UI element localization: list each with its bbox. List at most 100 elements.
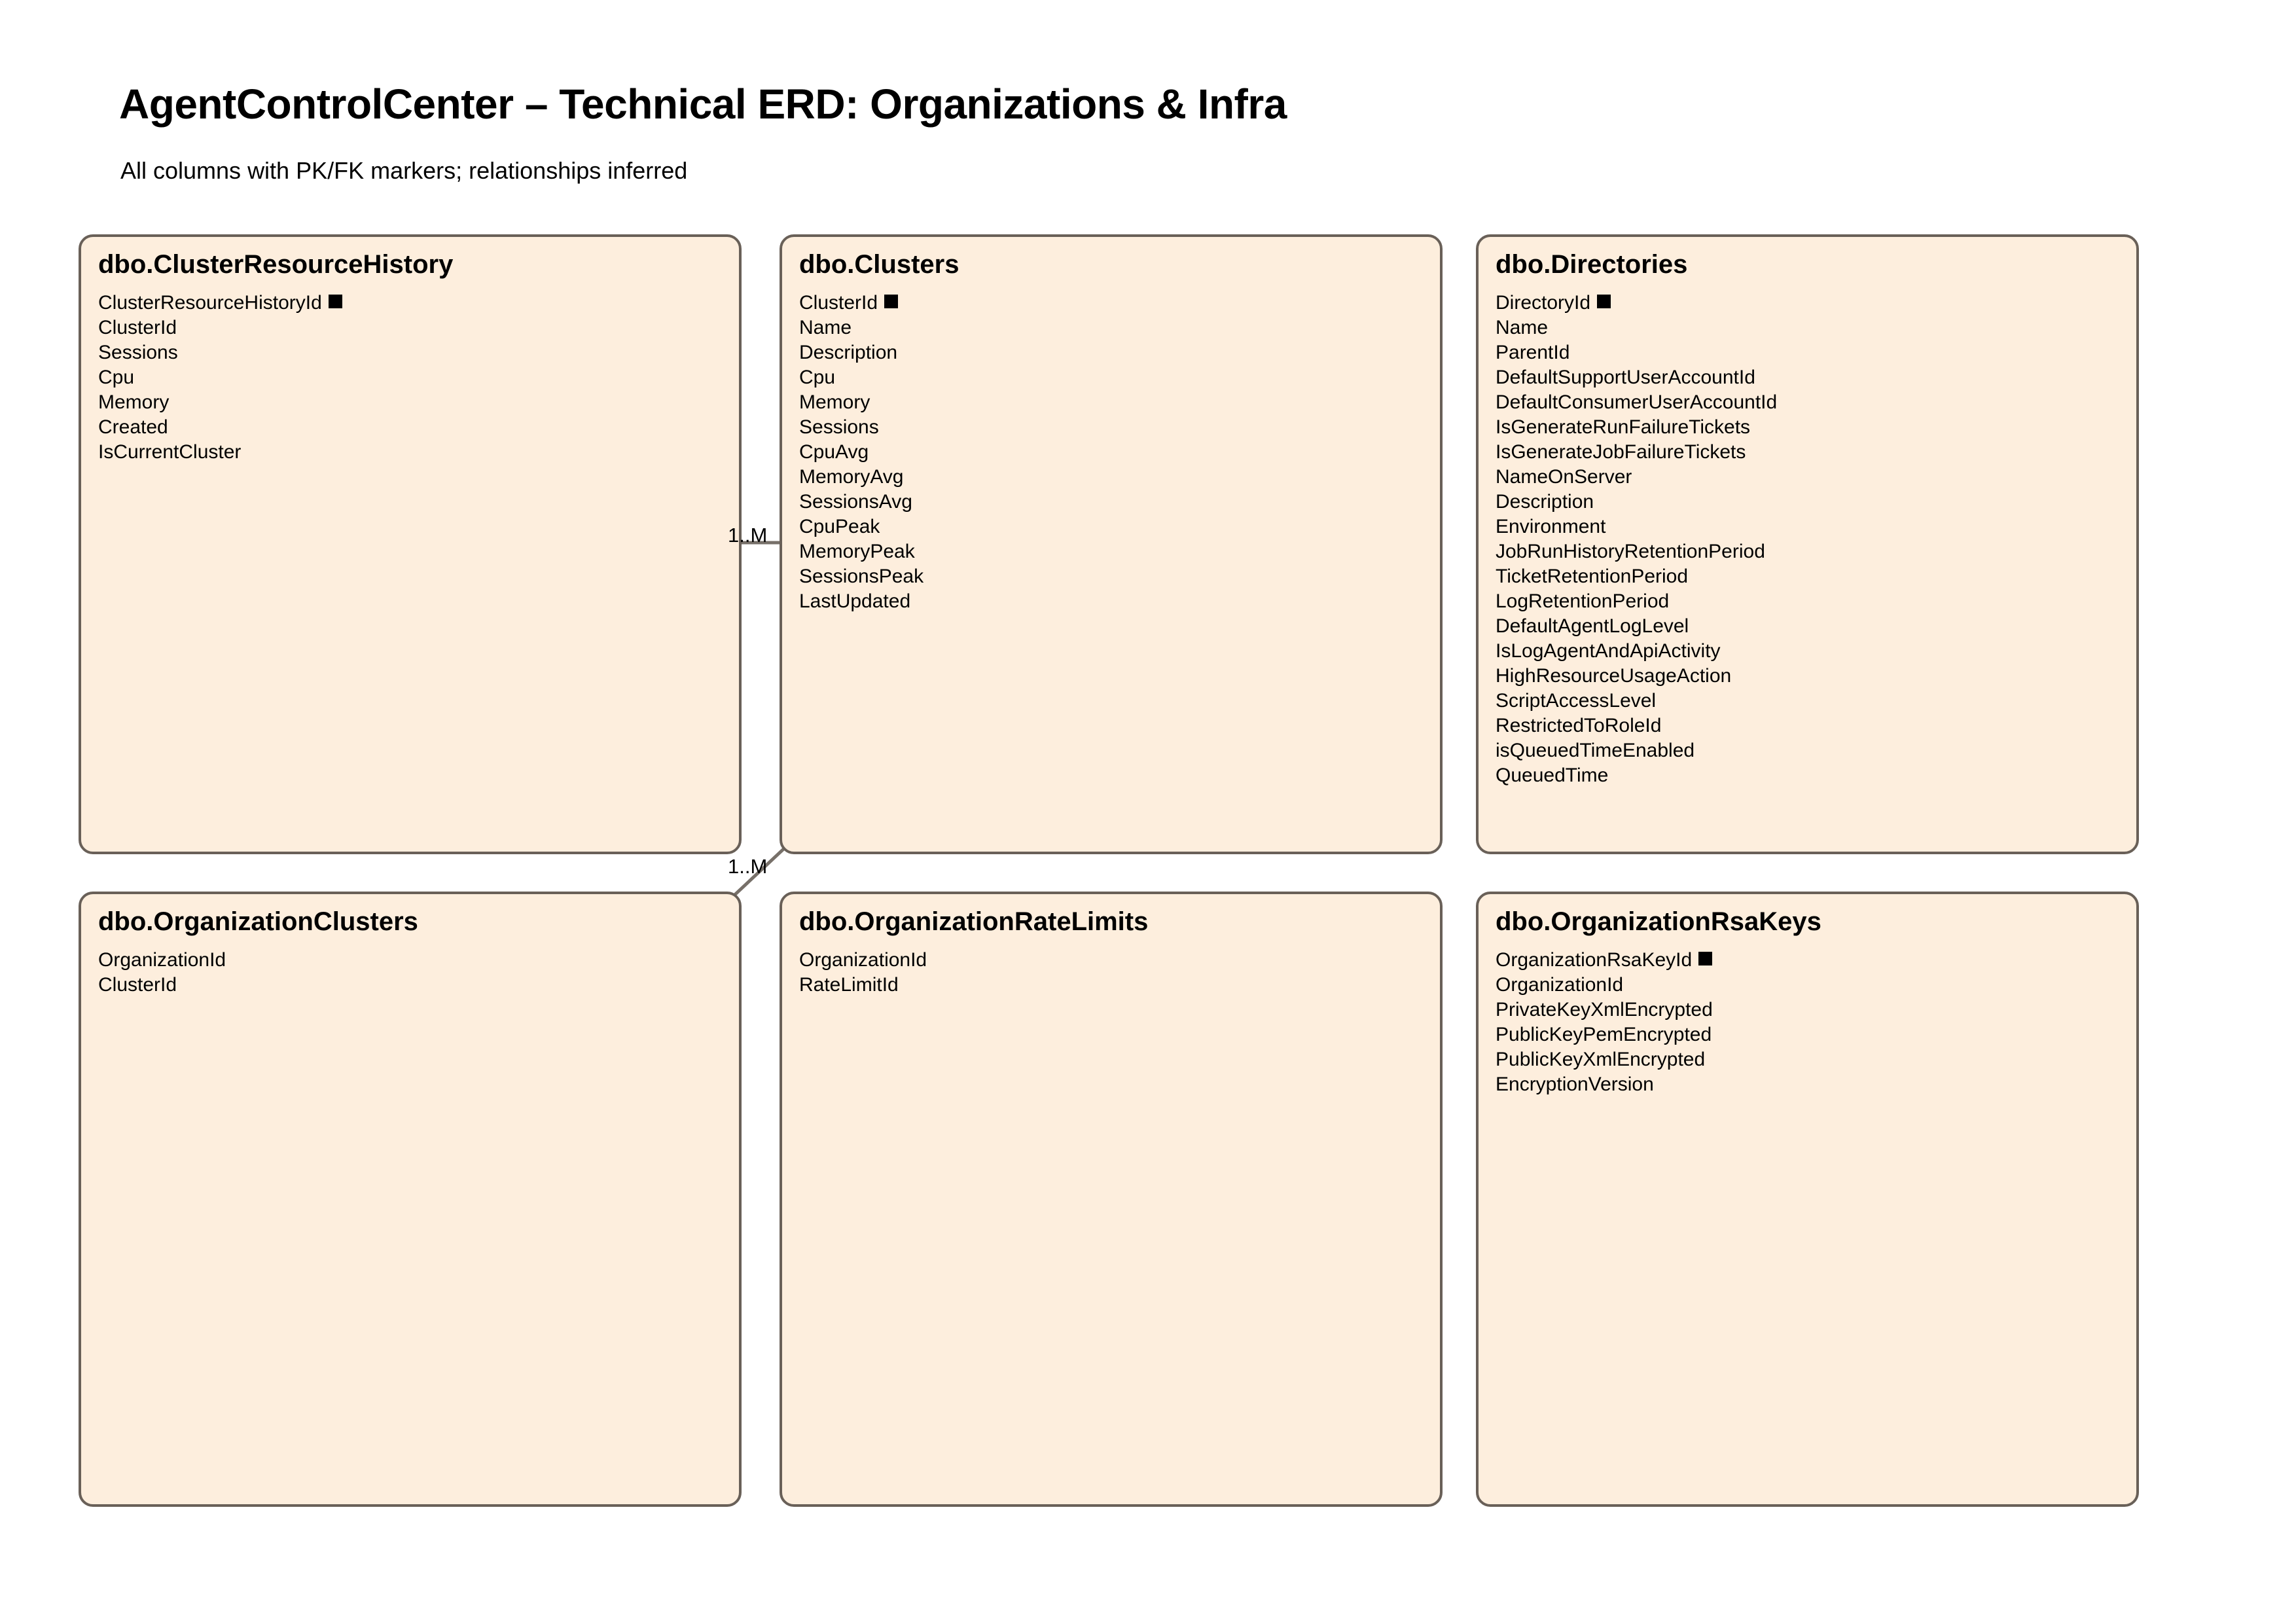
primary-key-marker-icon: [884, 295, 899, 308]
column-name: isQueuedTimeEnabled: [1496, 740, 1695, 761]
column-row: ClusterId: [98, 316, 732, 340]
column-name: NameOnServer: [1496, 466, 1632, 488]
column-row: NameOnServer: [1496, 465, 2130, 490]
relationship-cardinality-label: 1..M: [728, 524, 768, 547]
column-name: ScriptAccessLevel: [1496, 690, 1657, 712]
entity-box-organization-rate-limits[interactable]: dbo.OrganizationRateLimits OrganizationI…: [780, 892, 1443, 1507]
column-name: TicketRetentionPeriod: [1496, 566, 1689, 587]
entity-box-organization-rsa-keys[interactable]: dbo.OrganizationRsaKeys OrganizationRsaK…: [1476, 892, 2139, 1507]
column-name: PrivateKeyXmlEncrypted: [1496, 999, 1713, 1020]
column-row: OrganizationId: [98, 948, 732, 973]
entity-title: dbo.OrganizationRateLimits: [799, 907, 1149, 936]
column-name: ParentId: [1496, 342, 1570, 363]
column-name: RateLimitId: [799, 974, 899, 996]
column-name: MemoryAvg: [799, 466, 904, 488]
column-row: PublicKeyPemEncrypted: [1496, 1022, 2130, 1047]
column-name: DirectoryId: [1496, 292, 1591, 314]
column-row: CpuPeak: [799, 514, 1433, 539]
column-row: TicketRetentionPeriod: [1496, 564, 2130, 589]
entity-box-cluster-resource-history[interactable]: dbo.ClusterResourceHistory ClusterResour…: [79, 234, 742, 854]
column-name: Memory: [98, 391, 170, 413]
page-title: AgentControlCenter – Technical ERD: Orga…: [119, 81, 1287, 128]
column-name: ClusterResourceHistoryId: [98, 292, 322, 314]
column-row: OrganizationId: [1496, 973, 2130, 998]
column-row: IsGenerateRunFailureTickets: [1496, 415, 2130, 440]
column-name: OrganizationId: [799, 949, 927, 971]
column-row: Cpu: [98, 365, 732, 390]
column-name: Sessions: [98, 342, 178, 363]
column-row: DirectoryId: [1496, 291, 2130, 316]
column-name: SessionsPeak: [799, 566, 924, 587]
column-name: Cpu: [98, 367, 135, 388]
column-row: RateLimitId: [799, 973, 1433, 998]
column-row: Memory: [98, 390, 732, 415]
column-name: Cpu: [799, 367, 836, 388]
entity-title: dbo.OrganizationClusters: [98, 907, 418, 936]
column-row: QueuedTime: [1496, 763, 2130, 788]
column-row: EncryptionVersion: [1496, 1072, 2130, 1097]
column-row: DefaultSupportUserAccountId: [1496, 365, 2130, 390]
column-row: IsCurrentCluster: [98, 440, 732, 465]
column-row: LogRetentionPeriod: [1496, 589, 2130, 614]
column-name: IsCurrentCluster: [98, 441, 242, 463]
column-row: MemoryPeak: [799, 539, 1433, 564]
column-name: LogRetentionPeriod: [1496, 590, 1670, 612]
primary-key-marker-icon: [1597, 295, 1611, 308]
column-name: IsGenerateJobFailureTickets: [1496, 441, 1746, 463]
column-name: Name: [799, 317, 852, 338]
column-row: PrivateKeyXmlEncrypted: [1496, 998, 2130, 1022]
column-name: IsGenerateRunFailureTickets: [1496, 416, 1751, 438]
column-name: JobRunHistoryRetentionPeriod: [1496, 541, 1765, 562]
primary-key-marker-icon: [1698, 952, 1713, 965]
column-row: CpuAvg: [799, 440, 1433, 465]
column-row: IsGenerateJobFailureTickets: [1496, 440, 2130, 465]
column-row: ClusterResourceHistoryId: [98, 291, 732, 316]
column-row: Name: [1496, 316, 2130, 340]
column-row: IsLogAgentAndApiActivity: [1496, 639, 2130, 664]
column-name: Name: [1496, 317, 1549, 338]
column-row: SessionsPeak: [799, 564, 1433, 589]
column-row: ParentId: [1496, 340, 2130, 365]
entity-title: dbo.OrganizationRsaKeys: [1496, 907, 1821, 936]
column-name: Created: [98, 416, 168, 438]
column-name: OrganizationRsaKeyId: [1496, 949, 1693, 971]
column-row: HighResourceUsageAction: [1496, 664, 2130, 689]
column-row: DefaultAgentLogLevel: [1496, 614, 2130, 639]
page-subtitle: All columns with PK/FK markers; relation…: [120, 157, 688, 184]
column-row: RestrictedToRoleId: [1496, 713, 2130, 738]
column-name: DefaultSupportUserAccountId: [1496, 367, 1755, 388]
column-name: ClusterId: [98, 317, 177, 338]
entity-title: dbo.Clusters: [799, 250, 960, 279]
column-row: JobRunHistoryRetentionPeriod: [1496, 539, 2130, 564]
column-row: ClusterId: [799, 291, 1433, 316]
column-row: Sessions: [98, 340, 732, 365]
column-name: QueuedTime: [1496, 765, 1609, 786]
column-name: CpuAvg: [799, 441, 869, 463]
column-name: OrganizationId: [98, 949, 226, 971]
primary-key-marker-icon: [328, 295, 342, 308]
column-name: CpuPeak: [799, 516, 880, 537]
column-name: MemoryPeak: [799, 541, 915, 562]
column-name: Description: [1496, 491, 1594, 513]
column-name: ClusterId: [799, 292, 878, 314]
column-name: DefaultConsumerUserAccountId: [1496, 391, 1778, 413]
entity-title: dbo.ClusterResourceHistory: [98, 250, 454, 279]
column-row: Name: [799, 316, 1433, 340]
column-row: ScriptAccessLevel: [1496, 689, 2130, 713]
column-row: Environment: [1496, 514, 2130, 539]
column-name: PublicKeyPemEncrypted: [1496, 1024, 1712, 1045]
column-name: Memory: [799, 391, 870, 413]
column-name: Sessions: [799, 416, 879, 438]
column-name: PublicKeyXmlEncrypted: [1496, 1049, 1706, 1070]
column-name: IsLogAgentAndApiActivity: [1496, 640, 1721, 662]
column-row: PublicKeyXmlEncrypted: [1496, 1047, 2130, 1072]
column-row: MemoryAvg: [799, 465, 1433, 490]
